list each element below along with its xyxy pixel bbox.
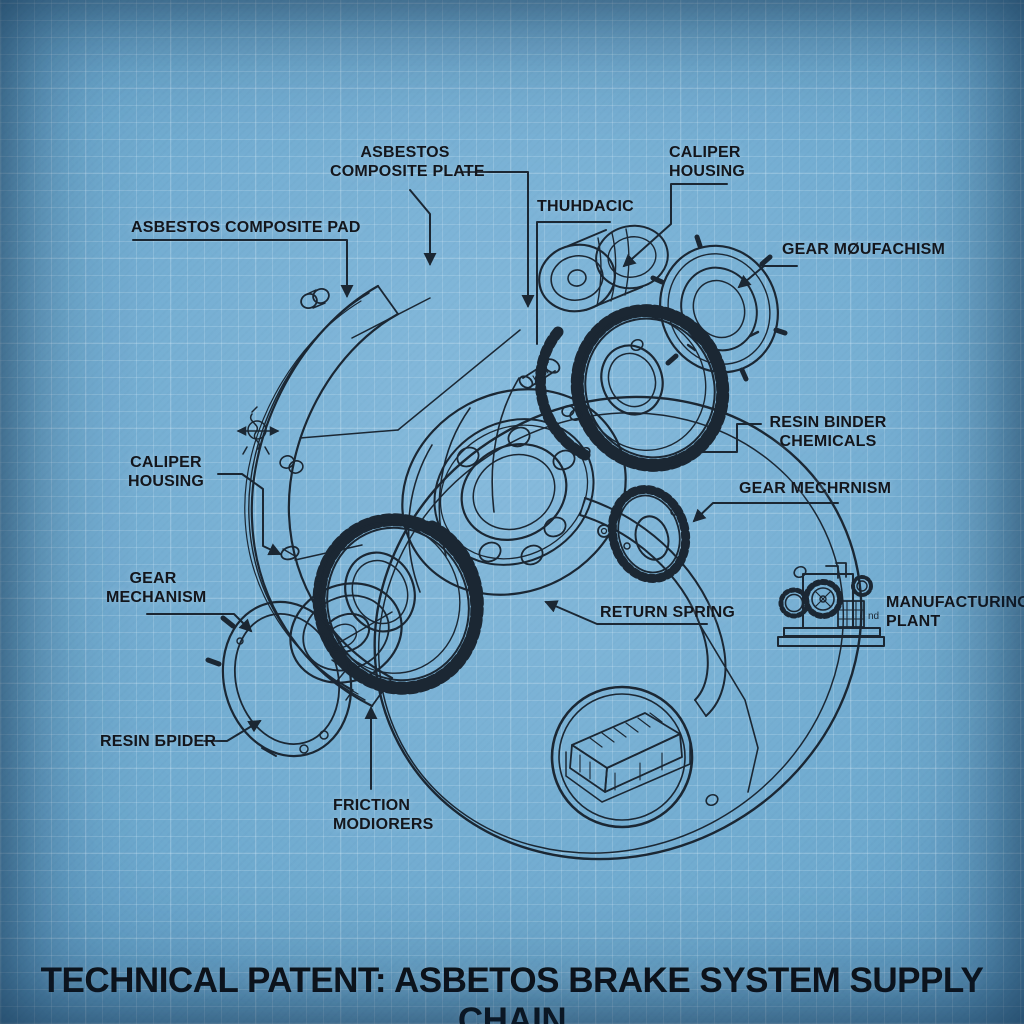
label-asbestos-composite-plate: ASBESTOS COMPOSITE PLATE (330, 144, 485, 180)
factory-icon-text: nd (868, 611, 879, 622)
label-manufacturing-plant: MANUFACTURING PLANT (886, 594, 1024, 630)
leader-caliper-top (622, 183, 728, 268)
label-gear-mechrnism: GEAR MECHRNISM (739, 480, 892, 497)
leader-caliper-left (217, 473, 282, 556)
snap-ring (205, 600, 353, 758)
leader-moufachism (737, 265, 798, 289)
leader-plate-right (462, 171, 535, 308)
leader-return-spring (544, 600, 708, 625)
bearing-ring (289, 582, 403, 684)
helical-gear-left (312, 513, 484, 695)
factory-icon: nd (777, 562, 885, 647)
leader-gear-left (146, 613, 253, 633)
label-caliper-housing-left: CALIPER HOUSING (127, 454, 205, 490)
leader-thudacic (536, 221, 611, 345)
leader-asbestos-pad (132, 239, 354, 298)
leader-resin-binder (669, 423, 762, 467)
brake-pad-arc (244, 284, 521, 708)
page-title: TECHNICAL PATENT: ASBETOS BRAKE SYSTEM S… (40, 961, 984, 1024)
back-shoe-crescent (579, 497, 759, 793)
detail-circle-brake-pad (550, 685, 694, 829)
rotor-hub (401, 388, 627, 596)
label-gear-moufachism: GEAR MØUFACHISM (782, 241, 945, 258)
label-thudacic: THUHDACIC (537, 198, 634, 215)
helical-gear-right (535, 304, 730, 472)
small-pin-parts (279, 287, 583, 561)
label-resin-binder-chemicals: RESIN BINDER CHEMICALS (769, 414, 887, 450)
caliper-piston (538, 224, 669, 313)
label-resin-bpider: RESIN БPIDER (100, 733, 217, 750)
label-asbestos-composite-pad: ASBESTOS COMPOSITE PAD (131, 219, 361, 236)
flange-ring (650, 234, 788, 382)
leader-bpider (203, 719, 262, 742)
label-gear-mechanism-left: GEAR MECHANISM (106, 570, 207, 606)
leader-mechrnism (692, 502, 839, 523)
small-gear (597, 485, 691, 583)
label-return-spring: RETURN SPRING (600, 604, 736, 621)
label-friction-modiorers: FRICTION MODIORERS (333, 797, 434, 833)
doodle-mark (236, 406, 280, 455)
label-caliper-housing-top: CALIPER HOUSING (669, 144, 746, 180)
leader-plate-left (409, 189, 437, 266)
leader-lines (132, 171, 839, 790)
